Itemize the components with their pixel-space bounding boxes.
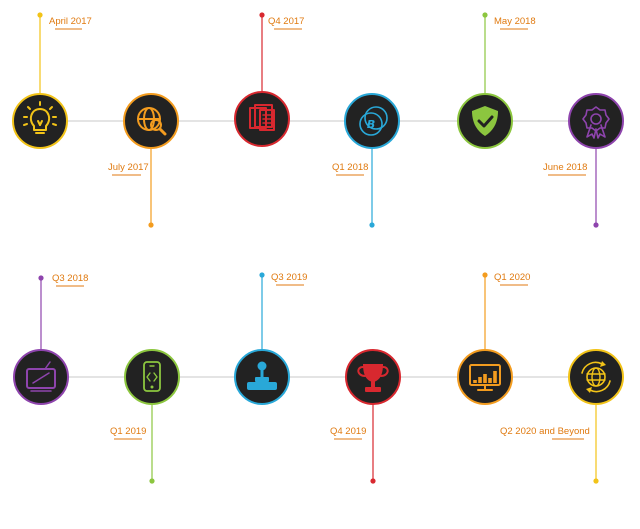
shield-check-icon — [472, 106, 498, 136]
timeline-milestone: Q1 2020 — [457, 272, 530, 405]
milestone-label: May 2018 — [494, 16, 536, 27]
award-badge-icon — [582, 106, 610, 139]
web-search-icon — [137, 107, 167, 136]
tv-screen-icon — [26, 361, 56, 392]
trophy-icon — [357, 364, 389, 392]
milestone-circle — [568, 349, 624, 405]
timeline-milestone: Q2 2020 and Beyond — [500, 349, 624, 484]
milestone-label: Q1 2020 — [494, 272, 530, 283]
milestone-dot — [370, 478, 376, 484]
milestone-label: June 2018 — [543, 162, 587, 173]
globe-exchange-icon — [581, 361, 611, 393]
milestone-label: July 2017 — [108, 162, 149, 173]
milestone-label: Q4 2019 — [330, 426, 366, 437]
milestone-circle — [123, 93, 179, 149]
timeline-milestone: Q1 2019 — [110, 349, 180, 484]
milestone-circle — [344, 93, 400, 149]
milestone-dot — [593, 222, 599, 228]
milestone-dot — [482, 272, 488, 278]
svg-text:B: B — [367, 118, 375, 131]
milestone-dot — [149, 478, 155, 484]
milestone-label: April 2017 — [49, 16, 92, 27]
milestone-dot — [148, 222, 154, 228]
timeline-milestone: B Q1 2018 — [332, 93, 400, 228]
milestone-label: Q4 2017 — [268, 16, 304, 27]
timeline-milestone: Q4 2017 — [234, 12, 304, 147]
milestone-circle — [12, 93, 68, 149]
documents-icon — [249, 104, 275, 131]
mobile-code-icon — [143, 361, 161, 392]
milestone-dot — [593, 478, 599, 484]
milestone-dot — [38, 275, 44, 281]
milestone-label: Q1 2019 — [110, 426, 146, 437]
joystick-icon — [247, 361, 277, 390]
milestone-circle — [124, 349, 180, 405]
timeline-milestone: April 2017 — [12, 12, 92, 149]
milestone-label: Q3 2018 — [52, 273, 88, 284]
milestone-circle — [234, 91, 290, 147]
timeline-milestone: May 2018 — [457, 12, 536, 149]
timeline-milestone: Q3 2019 — [234, 272, 307, 405]
milestone-dot — [482, 12, 488, 18]
milestone-dot — [37, 12, 43, 18]
milestone-label: Q3 2019 — [271, 272, 307, 283]
timeline-milestone: June 2018 — [543, 93, 624, 228]
monitor-chart-icon — [469, 364, 501, 391]
timeline-milestone: Q4 2019 — [330, 349, 401, 484]
milestone-dot — [259, 272, 265, 278]
bitcoin-coins-icon: B — [359, 106, 388, 136]
lightbulb-icon — [23, 101, 57, 134]
milestone-label: Q1 2018 — [332, 162, 368, 173]
milestone-dot — [259, 12, 265, 18]
milestone-circle — [568, 93, 624, 149]
milestone-label: Q2 2020 and Beyond — [500, 426, 590, 437]
milestone-circle — [13, 349, 69, 405]
timeline-milestone: July 2017 — [108, 93, 179, 228]
timeline-milestone: Q3 2018 — [13, 273, 88, 405]
milestone-dot — [369, 222, 375, 228]
